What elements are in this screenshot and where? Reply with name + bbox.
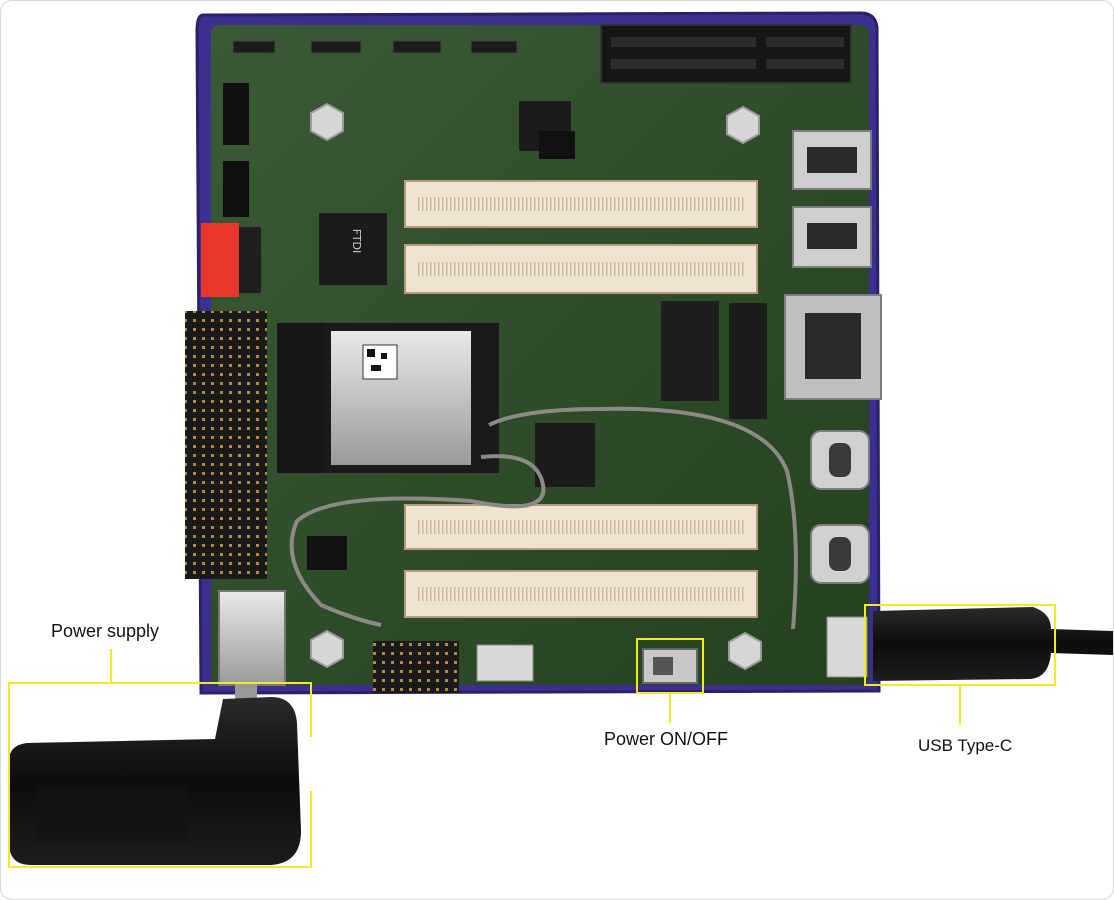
micro-usb-port [476, 644, 534, 682]
memory-slots [404, 180, 758, 618]
top-connectors [232, 40, 518, 54]
bottom-header [373, 641, 459, 693]
ftdi-chip [319, 213, 387, 285]
callout-power-switch: Power ON/OFF [604, 729, 729, 749]
dip-switch [223, 83, 249, 145]
callout-power-supply: Power supply [51, 621, 160, 641]
capacitor-c222 [307, 536, 347, 570]
gpio-header [185, 311, 267, 579]
callout-usb-c: USB Type-C [918, 736, 1013, 755]
pcie-slot [600, 24, 852, 84]
micro-usb-port [826, 616, 868, 678]
usb-c-cable [873, 607, 1113, 681]
power-jack [218, 590, 286, 686]
red-header [201, 223, 239, 297]
callout-leaders [110, 649, 961, 725]
chip [729, 303, 767, 419]
mounting-holes [310, 102, 762, 671]
svg-text:FTDI: FTDI [350, 229, 363, 254]
m2-slot [277, 323, 323, 473]
dip-switch [223, 161, 249, 217]
chip [661, 301, 719, 401]
chip [535, 423, 595, 487]
capacitor-c222 [539, 131, 575, 159]
